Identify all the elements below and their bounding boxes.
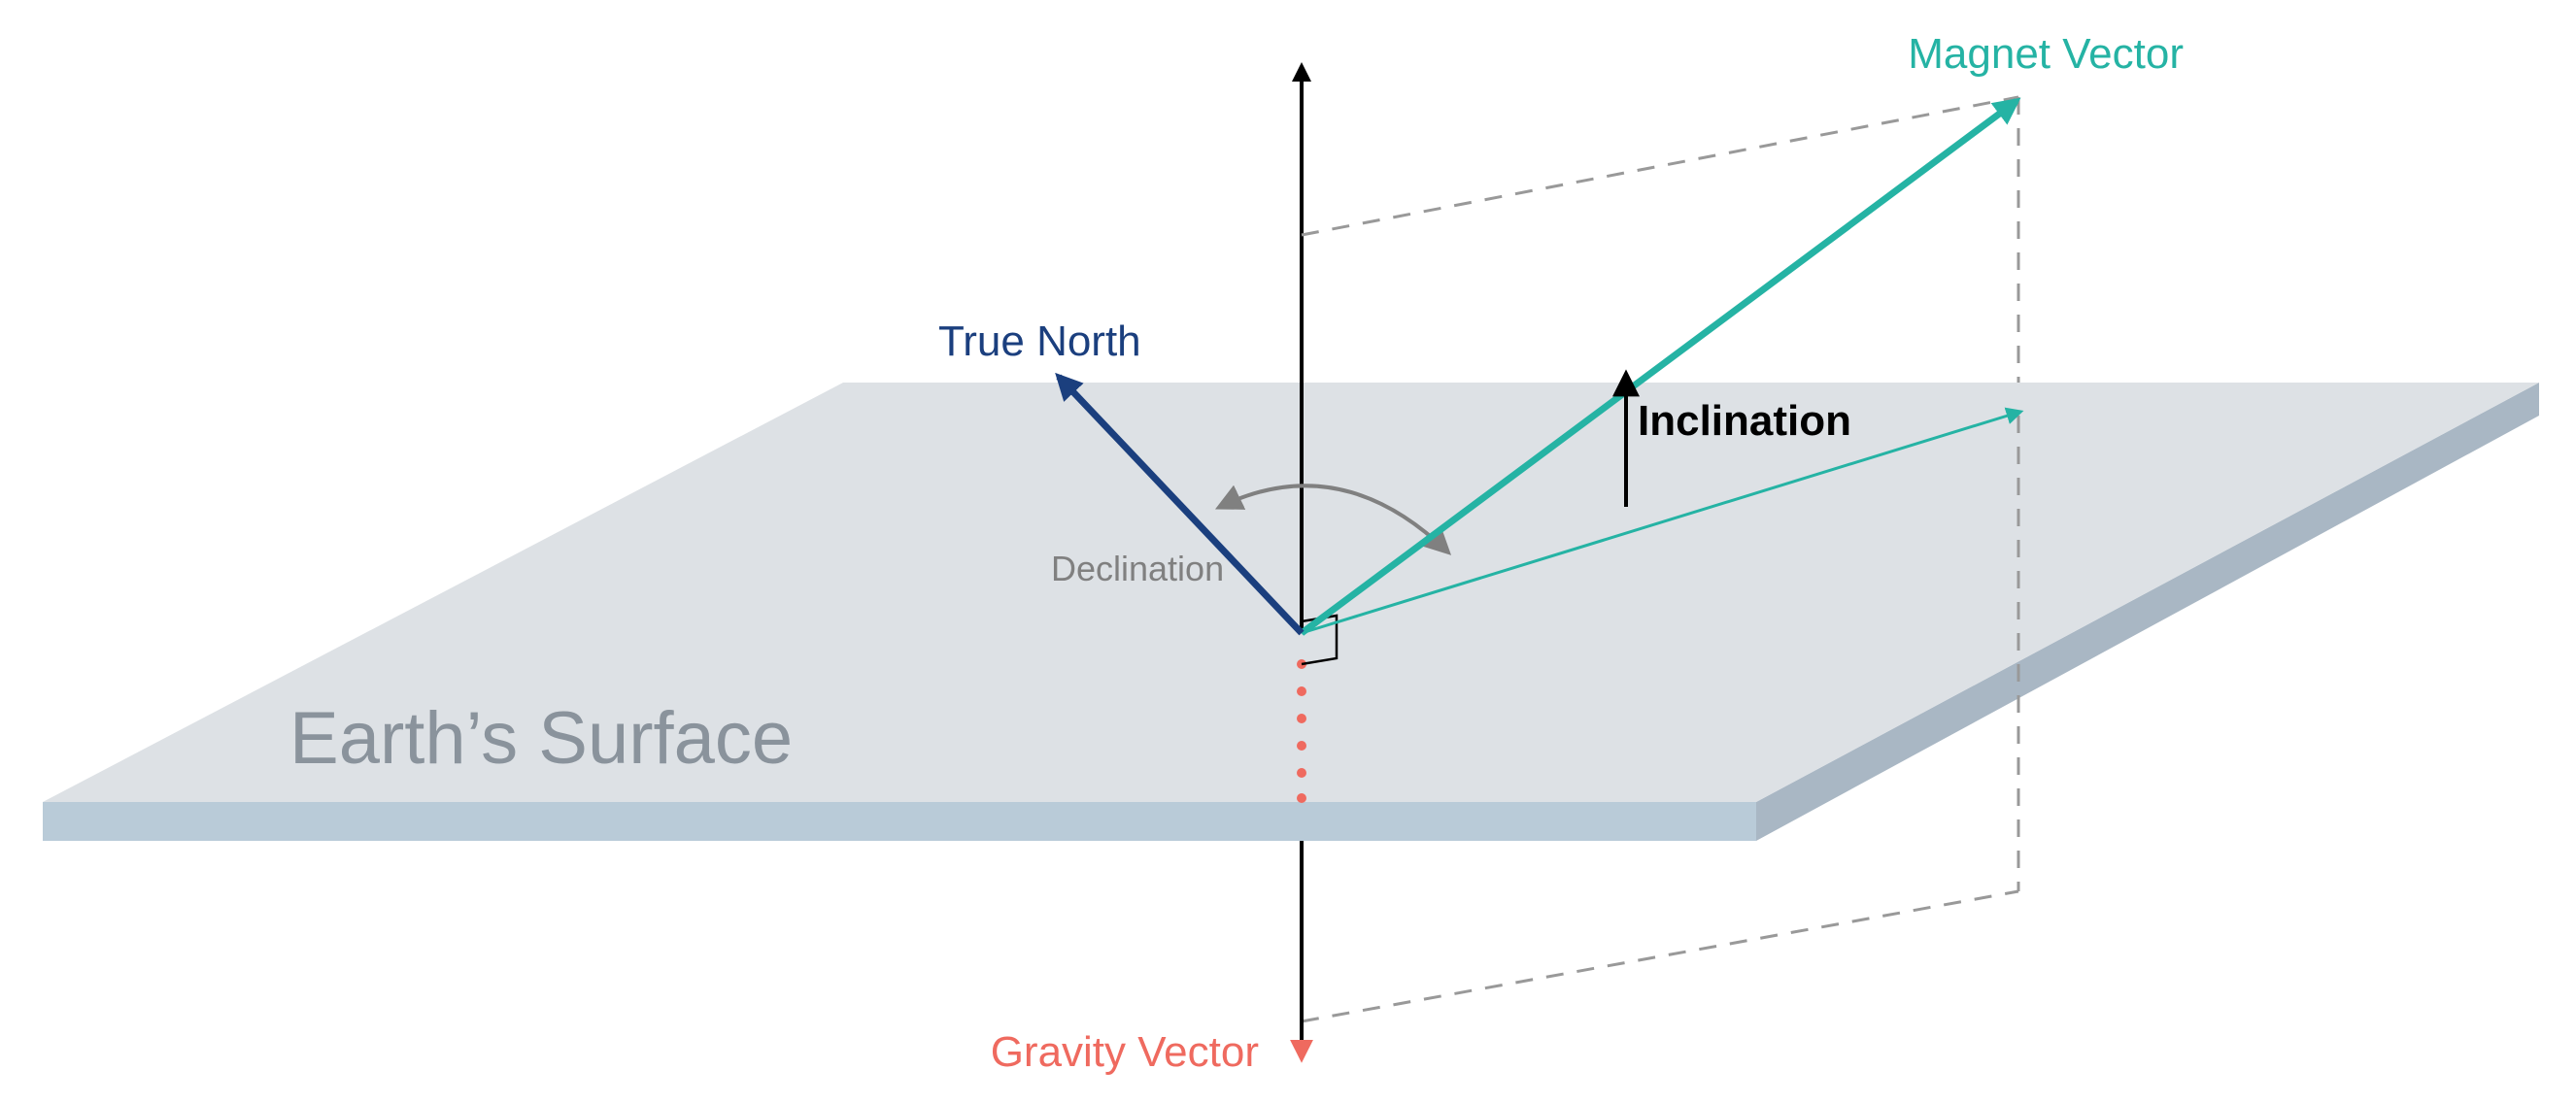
- inclination-label: Inclination: [1638, 397, 1851, 445]
- plane-top-face: [43, 383, 2539, 802]
- plane-front-face: [43, 802, 1756, 841]
- dashed-frame-top: [1301, 95, 2019, 237]
- magnet-vector-label: Magnet Vector: [1908, 30, 2184, 78]
- earths-surface-label: Earth’s Surface: [289, 697, 793, 780]
- declination-arc: [1214, 484, 1452, 555]
- declination-label: Declination: [1051, 549, 1224, 588]
- true-north-arrow: [1055, 372, 1305, 636]
- true-north-label: True North: [938, 318, 1141, 365]
- dashed-frame-bottom: [1301, 889, 2019, 1023]
- magnet-vector-arrow: [1299, 97, 2021, 636]
- gravity-dots: [1297, 659, 1306, 803]
- gravity-vector-label: Gravity Vector: [991, 1028, 1259, 1076]
- plane-side-face: [1756, 383, 2539, 841]
- magnet-horizontal-projection: [1301, 407, 2024, 635]
- earth-surface-plane: [43, 383, 2539, 841]
